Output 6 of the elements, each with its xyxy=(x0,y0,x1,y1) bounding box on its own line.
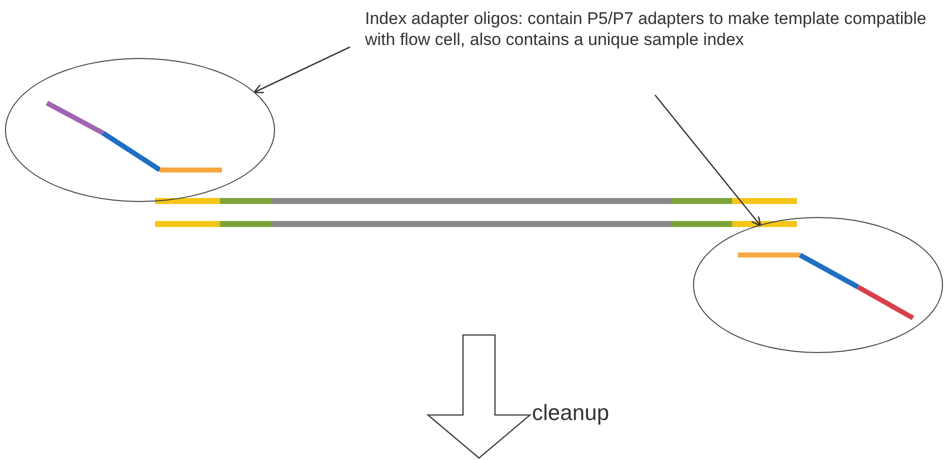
ellipse-outline xyxy=(5,58,275,202)
step-label: cleanup xyxy=(532,400,610,426)
callout-text: Index adapter oligos: contain P5/P7 adapters to make template compatible with flow cell, also contains a unique sample index xyxy=(365,8,940,50)
leader-arrow xyxy=(654,94,762,226)
leader-arrow xyxy=(254,46,350,94)
ellipse-outline xyxy=(693,217,943,353)
